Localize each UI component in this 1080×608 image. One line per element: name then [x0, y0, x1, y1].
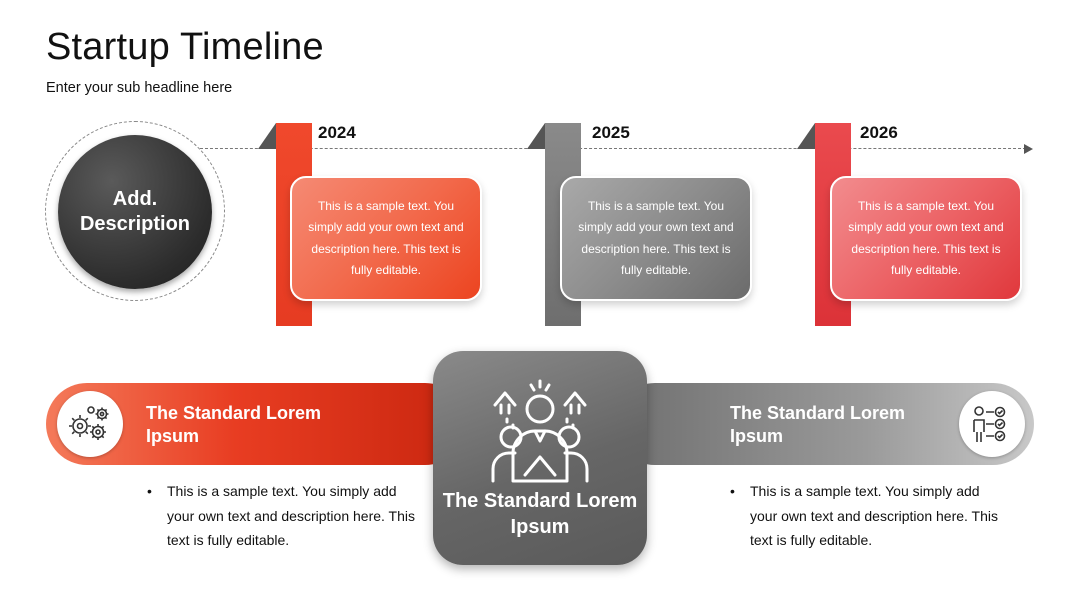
bullet-dot: •: [147, 483, 152, 499]
right-bullet: • This is a sample text. You simply add …: [730, 479, 1000, 553]
right-panel-title: The Standard Lorem Ipsum: [730, 403, 906, 446]
milestone-year-2025: 2025: [592, 123, 630, 142]
milestone-text: This is a sample text. You simply add yo…: [578, 198, 734, 278]
center-panel[interactable]: [433, 351, 647, 565]
milestone-fold: [258, 123, 276, 149]
page-title: Startup Timeline: [46, 26, 324, 68]
center-panel-title: The Standard Lorem Ipsum: [442, 490, 638, 538]
team-leader-icon: [491, 379, 589, 483]
bullet-dot: •: [730, 483, 735, 499]
intro-circle-text: Add. Description: [79, 188, 191, 235]
arrow-right-icon: [1024, 144, 1033, 154]
milestone-text: This is a sample text. You simply add yo…: [848, 198, 1004, 278]
gears-icon: [69, 406, 109, 440]
left-bullet: • This is a sample text. You simply add …: [147, 479, 417, 553]
right-bullet-text: This is a sample text. You simply add yo…: [750, 483, 998, 548]
milestone-card-2026[interactable]: This is a sample text. You simply add yo…: [830, 176, 1022, 301]
checklist-person-icon: [973, 406, 1006, 442]
intro-circle[interactable]: Add. Description: [58, 135, 212, 289]
milestone-card-2024[interactable]: This is a sample text. You simply add yo…: [290, 176, 482, 301]
left-panel-title: The Standard Lorem Ipsum: [146, 403, 322, 446]
milestone-card-2025[interactable]: This is a sample text. You simply add yo…: [560, 176, 752, 301]
left-bullet-text: This is a sample text. You simply add yo…: [167, 483, 415, 548]
page-subtitle: Enter your sub headline here: [46, 80, 233, 96]
milestone-text: This is a sample text. You simply add yo…: [308, 198, 464, 278]
milestone-fold: [797, 123, 815, 149]
milestone-fold: [527, 123, 545, 149]
left-icon-circle: [57, 391, 123, 457]
milestone-year-2024: 2024: [318, 123, 356, 142]
right-icon-circle: [959, 391, 1025, 457]
timeline-line: [200, 148, 1026, 149]
milestone-year-2026: 2026: [860, 123, 898, 142]
